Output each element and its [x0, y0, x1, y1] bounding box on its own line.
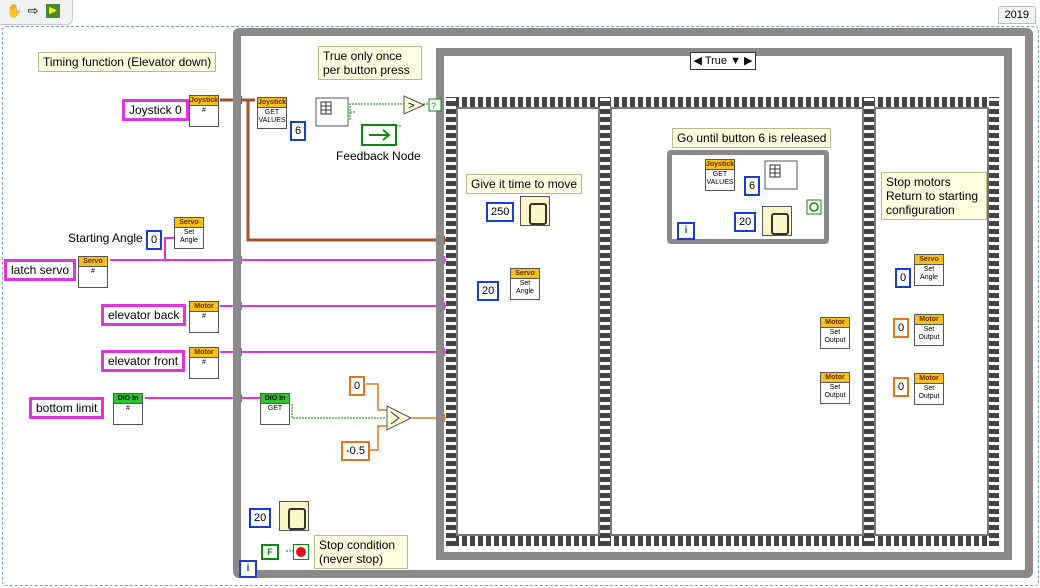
case-selector-value: True [704, 55, 728, 67]
starting-angle-constant[interactable]: 0 [146, 230, 163, 250]
inner-wait-20-constant[interactable]: 20 [734, 212, 757, 232]
hand-icon[interactable]: ✋ [6, 3, 23, 18]
greater-than-icon[interactable]: > [402, 94, 426, 116]
while-loop[interactable] [233, 28, 1033, 578]
inner-button-index-constant[interactable]: 6 [744, 176, 761, 196]
svg-text:?: ? [431, 101, 436, 111]
stop-angle-constant[interactable]: 0 [895, 268, 912, 288]
select-icon[interactable] [385, 404, 413, 432]
elevator-back-control[interactable]: elevator back [101, 304, 187, 326]
note-stop-motors: Stop motors Return to starting configura… [881, 172, 987, 220]
note-true-once: True only once per button press [318, 46, 422, 80]
note-give-time: Give it time to move [466, 174, 583, 194]
motor-front-open-vi[interactable]: Motor# [189, 347, 219, 379]
note-timing-function: Timing function (Elevator down) [38, 52, 217, 72]
index-array-icon[interactable] [315, 97, 349, 127]
sequence-divider-1 [600, 97, 610, 546]
motor-back-open-vi[interactable]: Motor# [189, 301, 219, 333]
block-diagram-region [2, 26, 1039, 586]
wait-ms-loop-icon[interactable] [279, 501, 309, 531]
toolbar: ✋ ⇨ ▶ [0, 0, 73, 25]
zero-output-constant[interactable]: 0 [349, 376, 366, 396]
loop-wait-20-constant[interactable]: 20 [249, 508, 272, 528]
wait-250-constant[interactable]: 250 [486, 202, 515, 222]
neg-half-output-constant[interactable]: -0.5 [341, 441, 370, 461]
stop-terminal-icon[interactable] [293, 544, 309, 560]
vi-icon[interactable]: ▶ [46, 4, 60, 18]
joystick-control[interactable]: Joystick 0 [122, 99, 189, 121]
stop-back-constant[interactable]: 0 [893, 318, 910, 338]
joystick-open-vi[interactable]: Joystick# [189, 95, 219, 127]
latch-servo-control[interactable]: latch servo [4, 259, 77, 281]
sequence-film-top [446, 97, 999, 107]
angle-20-constant[interactable]: 20 [477, 281, 500, 301]
dio-open-vi[interactable]: DIO In# [113, 393, 143, 425]
sequence-film-right [989, 97, 999, 546]
feedback-node-label: Feedback Node [336, 149, 421, 163]
bottom-limit-control[interactable]: bottom limit [29, 397, 105, 419]
while-loop-iteration-terminal: i [239, 560, 257, 578]
servo-open-vi[interactable]: Servo# [78, 256, 108, 288]
arrow-right-icon[interactable]: ⇨ [27, 3, 39, 18]
case-selector-left-arrow[interactable]: ◀ [693, 55, 702, 67]
svg-text:>: > [408, 100, 414, 112]
button-index-constant[interactable]: 6 [290, 121, 307, 141]
case-selector-right-arrow[interactable]: ▶ [744, 55, 753, 67]
stop-front-constant[interactable]: 0 [893, 377, 910, 397]
feedback-node-icon[interactable] [361, 124, 397, 146]
index-array-inner-icon[interactable] [764, 160, 798, 190]
version-tab: 2019 [997, 6, 1036, 24]
sequence-film-bottom [446, 536, 999, 546]
stop-false-constant[interactable]: F [261, 544, 279, 560]
sequence-frame-1 [456, 107, 600, 536]
case-selector-terminal-icon: ? [428, 98, 442, 112]
elevator-front-control[interactable]: elevator front [101, 350, 186, 372]
inner-loop-iteration-terminal: i [677, 222, 695, 240]
sequence-divider-2 [864, 97, 874, 546]
starting-angle-label: Starting Angle [68, 231, 143, 245]
note-go-until: Go until button 6 is released [672, 128, 832, 148]
loop-condition-icon[interactable] [806, 199, 822, 215]
wait-ms-icon[interactable] [520, 196, 550, 226]
note-stop-condition: Stop condition (never stop) [314, 535, 408, 569]
wait-ms-inner-icon[interactable] [762, 206, 792, 236]
case-selector[interactable]: ◀ True ▼ ▶ [690, 52, 756, 70]
sequence-film-left [446, 97, 456, 546]
case-selector-dropdown-arrow[interactable]: ▼ [730, 55, 741, 67]
